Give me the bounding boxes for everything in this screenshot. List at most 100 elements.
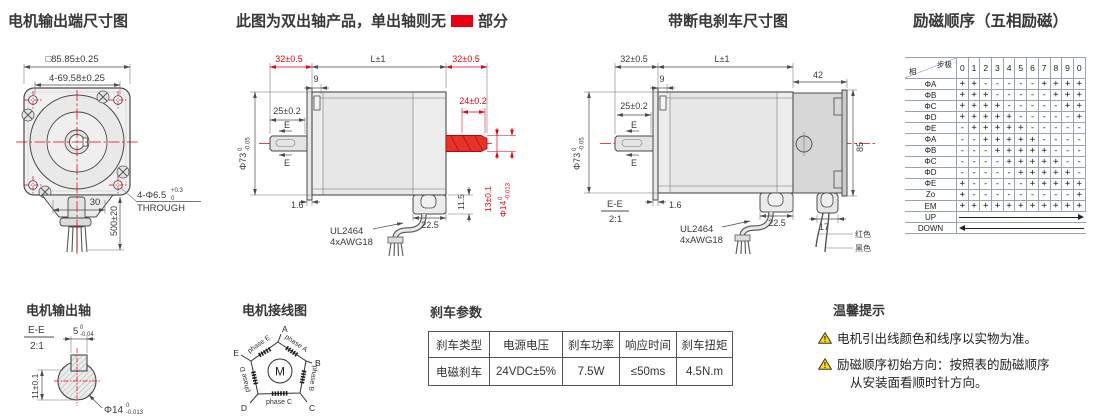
drawing-brake: 红色 黑色 32±0.5 L±1 42 9 25±0.2 (572, 54, 875, 255)
excitation-cell: + (1050, 167, 1063, 179)
excitation-cell: + (957, 101, 969, 113)
excitation-col-header: 6 (1027, 57, 1039, 79)
tip-item-1: ! 电机引出线颜色和线序以实物为准。 (818, 330, 1092, 348)
svg-text:11±0.1: 11±0.1 (30, 373, 40, 399)
excitation-cell: + (1003, 201, 1016, 213)
excitation-cell: + (1062, 178, 1074, 190)
note-suffix: 部分 (478, 13, 509, 30)
excitation-cell: - (968, 145, 981, 157)
excitation-cell: + (968, 123, 981, 135)
svg-text:B: B (315, 358, 321, 368)
tips-title: 温馨提示 (833, 303, 886, 318)
excitation-cell: - (957, 167, 969, 179)
excitation-cell: + (1003, 134, 1016, 146)
dim-dia73: Φ73 0 -0.05 (572, 91, 658, 194)
excitation-cell: + (1050, 90, 1063, 102)
excitation-cell: + (1062, 167, 1074, 179)
excitation-cell: - (968, 156, 981, 168)
front-shaft (614, 135, 659, 152)
excitation-down-arrow (957, 223, 1086, 235)
cable-assembly (734, 192, 794, 255)
excitation-cell: + (1062, 201, 1074, 213)
body-notch (313, 95, 321, 111)
excitation-cell: + (968, 90, 981, 102)
excitation-cell: + (968, 201, 981, 213)
excitation-cell: + (968, 79, 981, 91)
excitation-cell: - (1038, 112, 1051, 124)
svg-text:0: 0 (126, 403, 130, 409)
excitation-cell: - (957, 145, 969, 157)
dim-22-5: 22.5 (412, 197, 447, 230)
excitation-cell: - (1038, 90, 1051, 102)
section-marks-E: E E (278, 120, 292, 168)
dim-9: 9 (650, 74, 675, 94)
excitation-row-label: ΦD (905, 167, 957, 179)
cable-exit (40, 194, 115, 253)
svg-text:1.6: 1.6 (669, 200, 682, 210)
excitation-cell: - (968, 178, 981, 190)
excitation-cell: + (1062, 79, 1074, 91)
dim-13: 13±0.1 (483, 128, 499, 212)
svg-text:22.5: 22.5 (421, 220, 439, 230)
svg-text:4xAWG18: 4xAWG18 (680, 235, 723, 246)
svg-text:5: 5 (73, 326, 78, 337)
excitation-col-header: 1 (968, 57, 981, 79)
svg-text:11.5: 11.5 (456, 194, 466, 210)
dim-22-5: 22.5 (759, 195, 794, 228)
excitation-cell: - (1015, 112, 1028, 124)
motor-body (614, 87, 848, 201)
excitation-cell: - (980, 79, 993, 91)
brake-cable: 红色 黑色 (815, 192, 871, 253)
motor-body (269, 87, 488, 201)
svg-text:Φ14: Φ14 (498, 200, 508, 217)
excitation-cell: + (1073, 101, 1086, 113)
excitation-cell: - (1062, 123, 1074, 135)
excitation-cell: + (980, 123, 993, 135)
svg-text:phase D: phase D (239, 366, 251, 393)
excitation-cell: + (1015, 123, 1028, 135)
dim-1-6: 1.6 (291, 200, 320, 210)
svg-text:13±0.1: 13±0.1 (483, 186, 493, 212)
excitation-cell: + (992, 101, 1004, 113)
corner-holes (24, 91, 127, 194)
svg-text:24±0.2: 24±0.2 (459, 96, 486, 106)
excitation-cell: - (1015, 189, 1028, 202)
dim-flat: 11±0.1 (30, 369, 77, 401)
front-plate (652, 87, 659, 201)
excitation-cell: + (1073, 112, 1086, 124)
excitation-cell: - (992, 90, 1004, 102)
brake-header: 电源电压 (490, 332, 563, 358)
excitation-cell: - (1027, 79, 1039, 91)
drawing-output-end: □85.85±0.25 4-69.58±0.25 30 500±20 4-Φ6.… (16, 54, 201, 255)
svg-text:2:1: 2:1 (30, 341, 44, 352)
svg-text:0: 0 (498, 196, 504, 200)
excitation-row-label: ΦA (905, 79, 957, 91)
excitation-cell: - (1003, 178, 1016, 190)
front-shaft (269, 135, 308, 152)
excitation-col-header: 2 (980, 57, 993, 79)
excitation-cell: + (980, 201, 993, 213)
excitation-cell: - (957, 123, 969, 135)
section-ref: E-E 2:1 (24, 325, 54, 352)
excitation-cell: + (1038, 156, 1051, 168)
svg-text:500±20: 500±20 (109, 206, 119, 236)
motor-circle (267, 358, 293, 384)
excitation-cell: - (1073, 167, 1086, 179)
callout-mounting-holes: 4-Φ6.5 +0.3 0 THROUGH (120, 187, 201, 214)
excitation-cell: - (1062, 134, 1074, 146)
excitation-col-header: 9 (1062, 57, 1074, 79)
svg-text:Φ73: Φ73 (572, 153, 582, 170)
rear-plate (841, 89, 848, 197)
excitation-cell: + (1062, 101, 1074, 113)
svg-text:L±1: L±1 (715, 54, 730, 64)
svg-text:25±0.2: 25±0.2 (620, 101, 647, 111)
excitation-cell: - (1015, 101, 1028, 113)
svg-text:-0.013: -0.013 (126, 410, 144, 416)
excitation-cell: - (1003, 167, 1016, 179)
excitation-cell: + (1062, 90, 1074, 102)
phase-coils (250, 345, 307, 396)
svg-text:32±0.5: 32±0.5 (275, 54, 302, 64)
svg-text:E: E (284, 158, 290, 168)
excitation-cell: - (980, 156, 993, 168)
